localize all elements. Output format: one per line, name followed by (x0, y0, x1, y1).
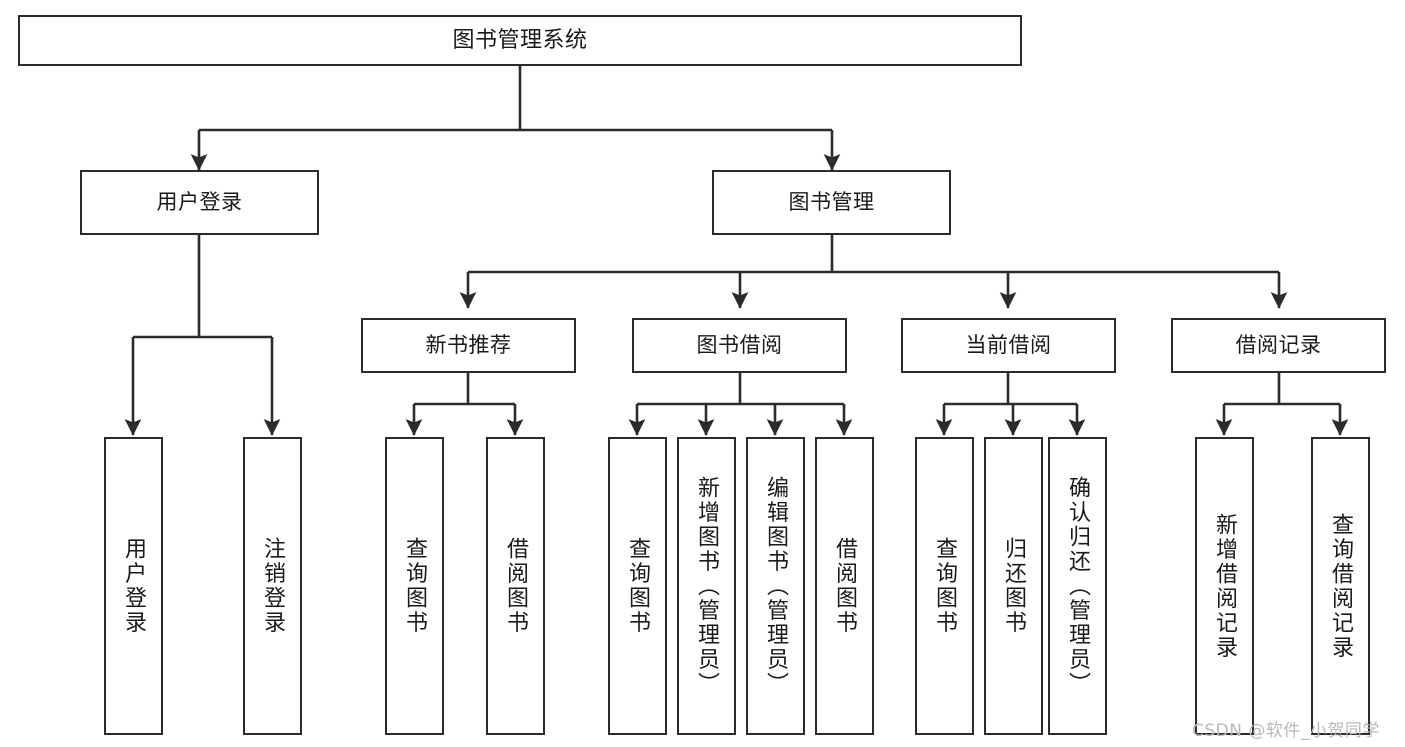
node-current-borrow[interactable]: 当前借阅 (901, 318, 1116, 373)
node-label: 借阅图书 (832, 537, 858, 635)
node-leaf-user-logout[interactable]: 注销登录 (243, 437, 302, 735)
node-label: 编辑图书（管理员） (763, 475, 789, 697)
node-label: 用户登录 (121, 537, 147, 635)
node-leaf-add-book-admin[interactable]: 新增图书（管理员） (677, 437, 736, 735)
node-label: 图书管理系统 (452, 27, 588, 53)
node-root-system[interactable]: 图书管理系统 (18, 15, 1022, 66)
node-leaf-edit-book-admin[interactable]: 编辑图书（管理员） (746, 437, 805, 735)
node-label: 归还图书 (1001, 537, 1027, 635)
node-label: 当前借阅 (965, 333, 1052, 358)
node-user-login[interactable]: 用户登录 (80, 170, 319, 235)
node-label: 注销登录 (260, 537, 286, 635)
node-new-book-recommend[interactable]: 新书推荐 (361, 318, 576, 373)
node-book-management[interactable]: 图书管理 (712, 170, 951, 235)
node-leaf-query-book-current[interactable]: 查询图书 (915, 437, 974, 735)
node-book-borrow[interactable]: 图书借阅 (632, 318, 847, 373)
node-label: 查询图书 (625, 537, 651, 635)
node-label: 新书推荐 (425, 333, 512, 358)
csdn-watermark: CSDN @软件_小贺同学 (1192, 721, 1380, 741)
node-label: 确认归还（管理员） (1065, 475, 1091, 697)
node-label: 借阅图书 (503, 537, 529, 635)
node-label: 用户登录 (156, 190, 243, 215)
node-leaf-query-borrow-record[interactable]: 查询借阅记录 (1311, 437, 1370, 735)
node-label: 查询借阅记录 (1328, 512, 1354, 660)
node-leaf-return-book[interactable]: 归还图书 (984, 437, 1043, 735)
node-label: 图书管理 (788, 190, 875, 215)
node-leaf-borrow-book[interactable]: 借阅图书 (815, 437, 874, 735)
node-label: 新增图书（管理员） (694, 475, 720, 697)
node-leaf-borrow-book-recommend[interactable]: 借阅图书 (486, 437, 545, 735)
node-leaf-query-book[interactable]: 查询图书 (608, 437, 667, 735)
node-leaf-user-login[interactable]: 用户登录 (104, 437, 163, 735)
node-label: 图书借阅 (696, 333, 783, 358)
node-borrow-record[interactable]: 借阅记录 (1171, 318, 1386, 373)
node-leaf-add-borrow-record[interactable]: 新增借阅记录 (1195, 437, 1254, 735)
node-label: 借阅记录 (1235, 333, 1322, 358)
node-label: 查询图书 (932, 537, 958, 635)
node-leaf-confirm-return-admin[interactable]: 确认归还（管理员） (1048, 437, 1107, 735)
node-label: 新增借阅记录 (1212, 512, 1238, 660)
node-label: 查询图书 (402, 537, 428, 635)
node-leaf-query-book-recommend[interactable]: 查询图书 (385, 437, 444, 735)
